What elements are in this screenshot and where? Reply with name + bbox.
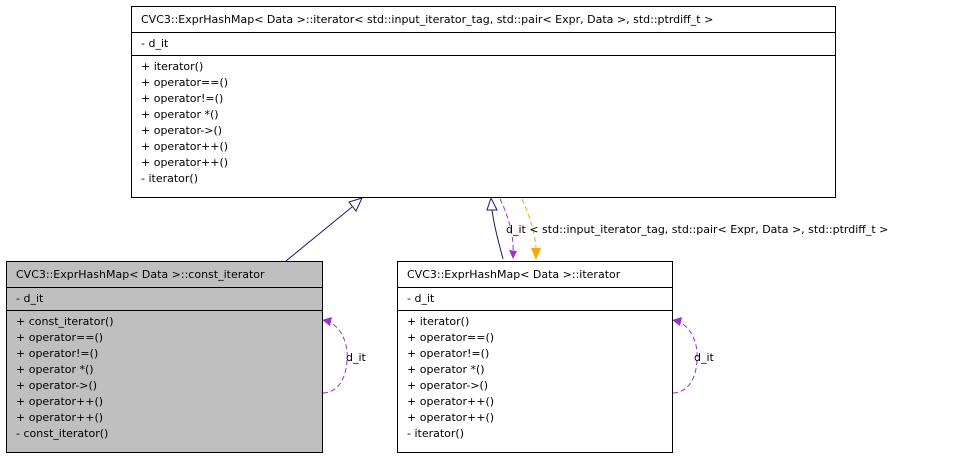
method: + iterator() xyxy=(407,315,470,328)
class-title: CVC3::ExprHashMap< Data >::iterator< std… xyxy=(141,13,714,26)
usage-edge-iterator-to-base xyxy=(499,198,514,253)
attribute: - d_it xyxy=(407,292,435,305)
method: + operator *() xyxy=(16,363,94,376)
self-loop-const-iterator xyxy=(322,320,348,394)
usage-arrowhead xyxy=(509,250,517,259)
class-box-const-iterator[interactable]: CVC3::ExprHashMap< Data >::const_iterato… xyxy=(6,261,323,453)
class-title: CVC3::ExprHashMap< Data >::iterator xyxy=(407,268,621,281)
inheritance-arrowhead xyxy=(486,196,498,211)
edge-label-const-self: d_it xyxy=(346,351,366,364)
class-title: CVC3::ExprHashMap< Data >::const_iterato… xyxy=(16,268,265,281)
edge-label-template-binding: d_it < std::input_iterator_tag, std::pai… xyxy=(506,223,889,236)
method: + operator!=() xyxy=(141,92,224,105)
class-box-iterator[interactable]: CVC3::ExprHashMap< Data >::iterator - d_… xyxy=(397,261,673,453)
attributes-section: - d_it xyxy=(132,32,835,55)
template-arrowhead xyxy=(531,248,541,260)
method: + operator++() xyxy=(141,140,229,153)
inheritance-edge-iterator xyxy=(491,209,504,260)
method: + const_iterator() xyxy=(16,315,114,328)
edge-label-iterator-self: d_it xyxy=(694,351,714,364)
method: + operator->() xyxy=(141,124,223,137)
inheritance-arrowhead xyxy=(348,197,363,212)
method: + operator!=() xyxy=(16,347,99,360)
method: + iterator() xyxy=(141,60,204,73)
attribute: - d_it xyxy=(16,292,44,305)
attributes-section: - d_it xyxy=(7,287,322,310)
method: - iterator() xyxy=(141,172,199,185)
usage-arrowhead xyxy=(322,317,332,326)
method: - iterator() xyxy=(407,427,465,440)
method: + operator!=() xyxy=(407,347,490,360)
method: + operator *() xyxy=(141,108,219,121)
method: + operator++() xyxy=(16,395,104,408)
usage-arrowhead xyxy=(672,317,682,326)
method: + operator++() xyxy=(407,411,495,424)
class-box-base-iterator-template[interactable]: CVC3::ExprHashMap< Data >::iterator< std… xyxy=(131,6,836,198)
methods-section: + const_iterator() + operator==() + oper… xyxy=(7,310,322,445)
method: - const_iterator() xyxy=(16,427,109,440)
method: + operator++() xyxy=(16,411,104,424)
method: + operator==() xyxy=(141,76,229,89)
attribute: - d_it xyxy=(141,37,169,50)
method: + operator->() xyxy=(16,379,98,392)
method: + operator++() xyxy=(407,395,495,408)
attributes-section: - d_it xyxy=(398,287,672,310)
method: + operator *() xyxy=(407,363,485,376)
method: + operator==() xyxy=(16,331,104,344)
method: + operator->() xyxy=(407,379,489,392)
self-loop-iterator xyxy=(672,320,698,394)
methods-section: + iterator() + operator==() + operator!=… xyxy=(132,55,835,190)
method: + operator++() xyxy=(141,156,229,169)
template-edge xyxy=(521,198,537,249)
method: + operator==() xyxy=(407,331,495,344)
methods-section: + iterator() + operator==() + operator!=… xyxy=(398,310,672,445)
inheritance-edge-const-iterator xyxy=(285,206,353,262)
